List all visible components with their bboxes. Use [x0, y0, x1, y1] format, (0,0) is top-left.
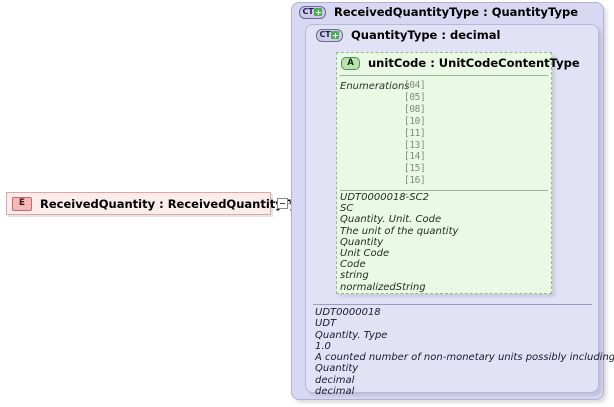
- outer-annotation-divider: [313, 304, 592, 305]
- enumeration-value: [11]: [404, 127, 426, 139]
- minus-icon: [280, 203, 285, 204]
- annotation-line: Quantity. Unit. Code: [340, 214, 442, 226]
- plus-icon: [331, 31, 340, 39]
- annotation-line: Code: [340, 259, 366, 271]
- enumeration-value: [15]: [404, 163, 426, 175]
- annotation-line: Quantity: [340, 236, 384, 248]
- inner-type-title: QuantityType : decimal: [351, 28, 501, 42]
- attribute-facet-divider: [340, 190, 548, 191]
- enumeration-value: [16]: [404, 175, 426, 187]
- annotation-line: UDT: [315, 318, 337, 330]
- annotation-line: 1.0: [315, 340, 331, 352]
- plus-icon: [314, 8, 323, 16]
- outer-type-header[interactable]: CT ReceivedQuantityType : QuantityType: [299, 5, 578, 19]
- attribute-header[interactable]: A unitCode : UnitCodeContentType: [341, 56, 580, 70]
- collapse-toggle-icon[interactable]: [277, 198, 288, 209]
- annotation-line: UDT0000018-SC2: [340, 192, 429, 203]
- annotation-line: A counted number of non-monetary units p…: [315, 352, 614, 364]
- annotation-line: Unit Code: [340, 248, 390, 260]
- element-node-label: ReceivedQuantity : ReceivedQuantityType: [40, 196, 313, 211]
- annotation-line: string: [340, 270, 369, 282]
- enumeration-value: [14]: [404, 151, 426, 163]
- annotation-line: decimal: [315, 374, 355, 386]
- attribute-container[interactable]: [336, 52, 552, 294]
- enumeration-value: [05]: [404, 91, 426, 103]
- attribute-title: unitCode : UnitCodeContentType: [368, 56, 580, 70]
- complextype-badge-icon: CT: [316, 28, 343, 42]
- complextype-badge-icon: CT: [299, 5, 326, 19]
- outer-type-title: ReceivedQuantityType : QuantityType: [334, 5, 579, 19]
- enumeration-value: [10]: [404, 115, 426, 127]
- enumerations-label: Enumerations: [340, 81, 410, 92]
- annotation-line: normalizedString: [340, 281, 426, 293]
- enumeration-value: ...: [404, 187, 420, 199]
- annotation-line: Quantity. Type: [315, 329, 388, 341]
- attribute-badge-icon: A: [341, 56, 360, 70]
- annotation-line: UDT0000018: [315, 307, 381, 318]
- attribute-header-divider: [340, 75, 548, 76]
- annotation-line: Quantity: [315, 363, 359, 375]
- annotation-line: SC: [340, 203, 354, 215]
- element-node-received-quantity[interactable]: E ReceivedQuantity : ReceivedQuantityTyp…: [6, 192, 313, 215]
- enumeration-value: [13]: [404, 139, 426, 151]
- enumeration-value: [04]: [404, 80, 426, 91]
- element-badge-icon: E: [12, 196, 32, 211]
- inner-type-header[interactable]: CT QuantityType : decimal: [316, 28, 500, 42]
- annotation-line: decimal: [315, 386, 355, 398]
- annotation-line: The unit of the quantity: [340, 225, 459, 237]
- enumeration-value: [08]: [404, 103, 426, 115]
- enumerations-list: [04][05][08][10][11][13][14][15][16]...: [404, 80, 426, 199]
